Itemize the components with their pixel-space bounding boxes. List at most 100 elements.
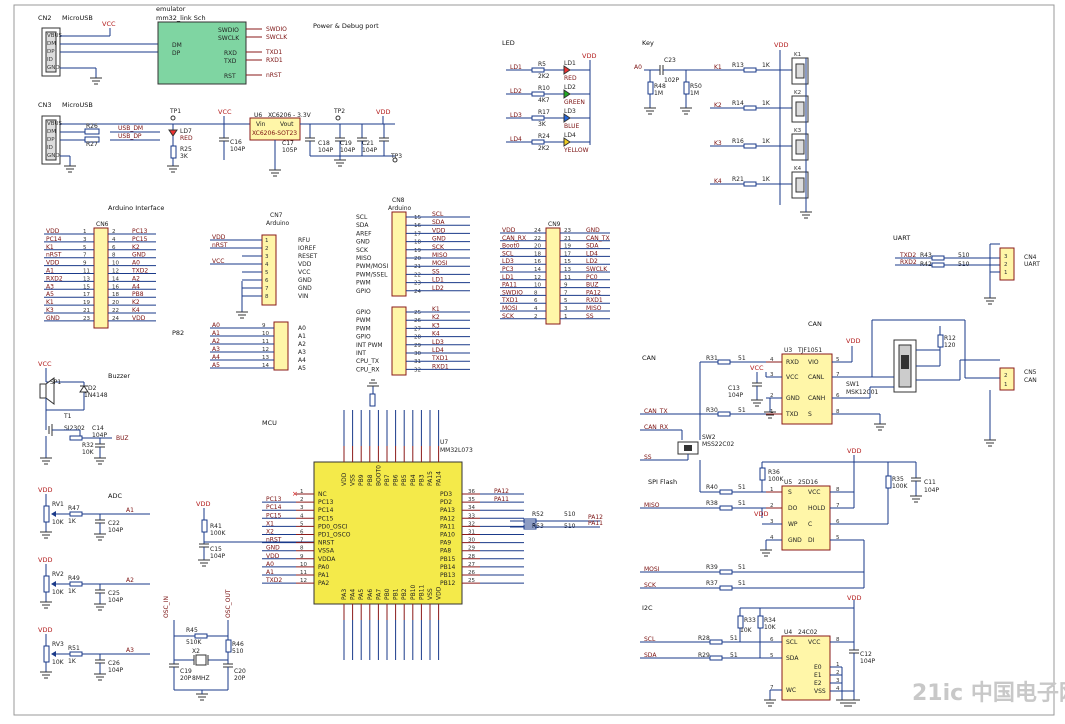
emu-pin-swdio: SWDIO: [218, 27, 239, 34]
r52-val: 510: [564, 511, 576, 518]
flash-net-sck: SCK: [644, 582, 657, 589]
cn4-name: UART: [1024, 261, 1040, 268]
cn9-right-pin-2: 19: [564, 244, 571, 250]
r29-val: 51: [730, 652, 738, 659]
p82-num-3: 12: [262, 347, 269, 353]
cn2-pin-dp: DP: [47, 49, 55, 55]
mcu-net-pa12: PA12: [588, 514, 603, 521]
cn6-right-net-6: A2: [132, 275, 140, 282]
ldo-vin: Vin: [256, 121, 266, 128]
reset-vdd: VDD: [196, 500, 210, 508]
reset-block: VDD R41 100K C15 104P: [196, 500, 314, 567]
mcu-bpin-6: PB1: [393, 588, 400, 600]
cn9-right-net-3: LD4: [586, 250, 598, 257]
cn9-right-net-8: PA12: [586, 289, 601, 296]
r31-ref: R31: [706, 355, 718, 362]
cn8b-pin-3: GPIO: [356, 334, 371, 341]
uart-title: UART: [893, 234, 910, 242]
r34-ref: R34: [764, 617, 776, 624]
r50-ref: R50: [690, 83, 702, 90]
adc-rv-ref-2: RV3: [52, 641, 64, 648]
flash-lnum-1: 2: [770, 503, 774, 509]
cn5-name: CAN: [1024, 377, 1037, 384]
cn9-right-pin-1: 21: [564, 236, 571, 242]
emu-net-nrst: nRST: [266, 72, 282, 79]
cn6-left-pin-11: 23: [83, 316, 90, 322]
mcu-rpin-6: PA9: [440, 540, 451, 547]
mcu-bpin-3: PA6: [367, 589, 374, 600]
p82-num-1: 10: [262, 331, 269, 337]
cn2-pin-vbus: VBUS: [47, 33, 63, 39]
i2c-part: 24C02: [798, 629, 818, 636]
flash-part: 25D16: [798, 479, 818, 486]
mcu-bpin-10: VSS: [427, 588, 434, 600]
cn9-left-net-8: SWDIO: [502, 289, 523, 296]
i2c-pin-wc: WC: [786, 687, 796, 694]
emu-pin-swclk: SWCLK: [218, 35, 240, 42]
adc-c-val-1: 104P: [108, 597, 123, 604]
sw1-part: MSK12C01: [846, 389, 879, 396]
xtal-net-in: OSC_IN: [163, 596, 170, 618]
emu-pin-txd: TXD: [223, 58, 237, 65]
cn8-pin-5: MISO: [356, 255, 372, 262]
led-r-val-3: 2K2: [538, 145, 550, 152]
mcu-lnet-7: GND: [266, 545, 280, 552]
r25-val: 3K: [180, 153, 189, 160]
ldo-cap-val-3: 104P: [362, 147, 377, 154]
flash-r-val-0: 51: [738, 484, 746, 491]
mcu-lnum-7: 8: [300, 546, 304, 552]
c15-ref: C15: [210, 546, 222, 553]
mcu-tpin-5: PB7: [384, 474, 391, 486]
r48-ref: R48: [654, 83, 666, 90]
mcu-lnum-4: 5: [300, 521, 304, 527]
adc-net-0: A1: [126, 507, 134, 514]
cn2-vcc: VCC: [102, 20, 116, 28]
r28-val: 51: [730, 635, 738, 642]
mcu-rnet-1: PA11: [494, 496, 509, 503]
cn8b-num-0: 25: [414, 310, 421, 316]
cn6-right-pin-9: 20: [112, 300, 119, 306]
mcu-tpin-6: PB6: [393, 474, 400, 486]
mcu-rnet-0: PA12: [494, 488, 509, 495]
can-rpin-3: S: [808, 411, 812, 418]
i2c-rnum-e2: 3: [836, 678, 840, 684]
emu-pin-rxd: RXD: [224, 50, 237, 57]
mcu-rpin-3: PA12: [440, 515, 455, 522]
adc-vdd-1: VDD: [38, 556, 52, 564]
t1-part: SI2302: [64, 425, 85, 432]
flash-rpin-2: C: [808, 521, 812, 528]
mcu-rpin-9: PB14: [440, 564, 456, 571]
p82-pin-1: A1: [298, 333, 306, 340]
cn9-right-net-0: GND: [586, 227, 600, 234]
flash-r-val-2: 51: [738, 564, 746, 571]
cn8b-net-6: TXD1: [431, 355, 448, 362]
c19-val: 20P: [180, 675, 192, 682]
cn9-right-pin-7: 9: [564, 283, 568, 289]
cn8b-net-2: K3: [432, 322, 440, 329]
i2c-rnum-e3: 4: [836, 686, 840, 692]
mcu-lnum-8: 9: [300, 554, 304, 560]
cn3-net-usbdm: USB_DM: [118, 125, 143, 132]
adc-r-ref-2: R51: [68, 645, 80, 652]
cn6-left-net-2: K1: [46, 244, 54, 251]
can-title: CAN: [808, 320, 822, 328]
cn7-pin-5: GND: [298, 277, 312, 284]
adc-r-ref-1: R49: [68, 575, 80, 582]
r43-ref: R43: [920, 252, 932, 259]
mcu-rnum-7: 29: [468, 546, 475, 552]
mcu-lnum-10: 11: [300, 570, 307, 576]
cn3-plug: [45, 119, 57, 161]
flash-rnum-3: 5: [836, 535, 840, 541]
mcu-body: [313, 461, 463, 605]
can-lpin-1: VCC: [786, 374, 798, 381]
r27-ref: R27: [86, 141, 98, 148]
led-r-val-0: 2K2: [538, 73, 550, 80]
c20-val: 20P: [234, 675, 246, 682]
mcu-lnum-6: 7: [300, 538, 304, 544]
p82-ref: P82: [172, 329, 184, 337]
cn8-num-3: 18: [414, 240, 421, 246]
p82-pin-2: A2: [298, 341, 306, 348]
cn3-pin-id: ID: [47, 145, 53, 151]
cn8-net-9: LD2: [432, 285, 444, 292]
